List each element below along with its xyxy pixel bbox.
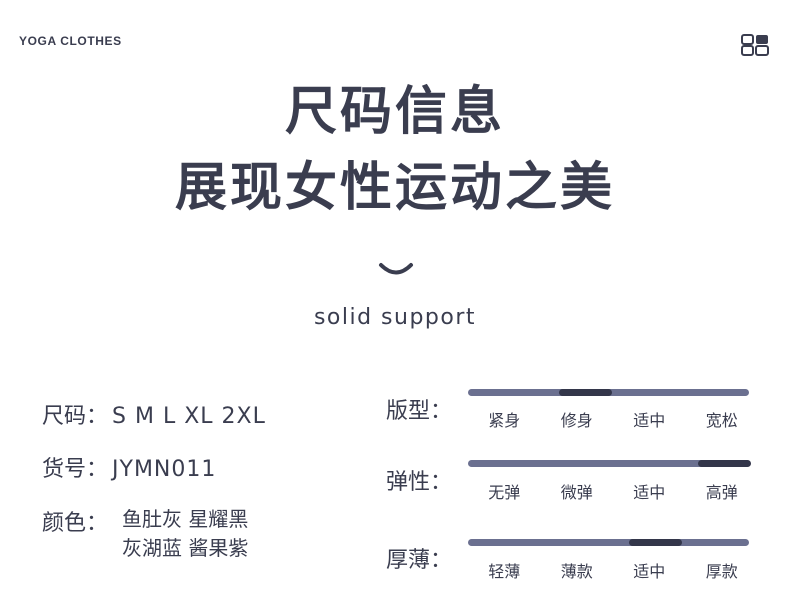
sku-row: 货号：JYMN011	[42, 451, 216, 483]
page-subtitle-heading: 展现女性运动之美	[174, 158, 615, 218]
size-value: S M L XL 2XL	[112, 404, 266, 429]
brand-label: YOGA CLOTHES	[19, 34, 122, 48]
fit-scale-selected	[558, 389, 612, 396]
thickness-scale-bar	[468, 539, 749, 546]
elasticity-option: 高弹	[705, 483, 738, 502]
thickness-option: 适中	[633, 562, 666, 581]
color-line-1: 鱼肚灰 星耀黑	[122, 507, 249, 531]
color-line-2: 灰湖蓝 酱果紫	[122, 536, 249, 560]
elasticity-option: 无弹	[488, 483, 521, 502]
fit-options: 紧身 修身 适中 宽松	[468, 407, 758, 431]
thickness-option: 轻薄	[488, 562, 521, 581]
grid-icon[interactable]	[741, 34, 769, 56]
elasticity-scale-selected	[698, 460, 751, 467]
size-row: 尺码：S M L XL 2XL	[42, 398, 266, 430]
color-row: 颜色：	[42, 505, 108, 537]
elasticity-label: 弹性：	[386, 470, 453, 495]
thickness-label: 厚薄：	[386, 548, 453, 573]
fit-scale-bar	[468, 389, 749, 396]
thickness-options: 轻薄 薄款 适中 厚款	[468, 558, 758, 582]
size-label: 尺码：	[42, 404, 109, 429]
fit-label: 版型：	[386, 399, 453, 424]
sku-label: 货号：	[42, 457, 109, 482]
thickness-option: 薄款	[560, 562, 593, 581]
color-label: 颜色：	[42, 511, 109, 536]
elasticity-option: 适中	[633, 483, 666, 502]
thickness-scale-selected	[629, 539, 683, 546]
smile-curve-icon	[379, 263, 413, 275]
fit-option: 紧身	[488, 411, 521, 430]
fit-option: 适中	[633, 411, 666, 430]
elasticity-scale-bar	[468, 460, 751, 467]
elasticity-option: 微弹	[560, 483, 593, 502]
elasticity-options: 无弹 微弹 适中 高弹	[468, 479, 758, 503]
page-title: 尺码信息	[284, 82, 505, 142]
sku-value: JYMN011	[112, 457, 217, 482]
thickness-option: 厚款	[705, 562, 738, 581]
fit-option: 修身	[560, 411, 593, 430]
tagline: solid support	[313, 305, 477, 330]
fit-option: 宽松	[705, 411, 738, 430]
color-values: 鱼肚灰 星耀黑 灰湖蓝 酱果紫	[122, 505, 248, 563]
